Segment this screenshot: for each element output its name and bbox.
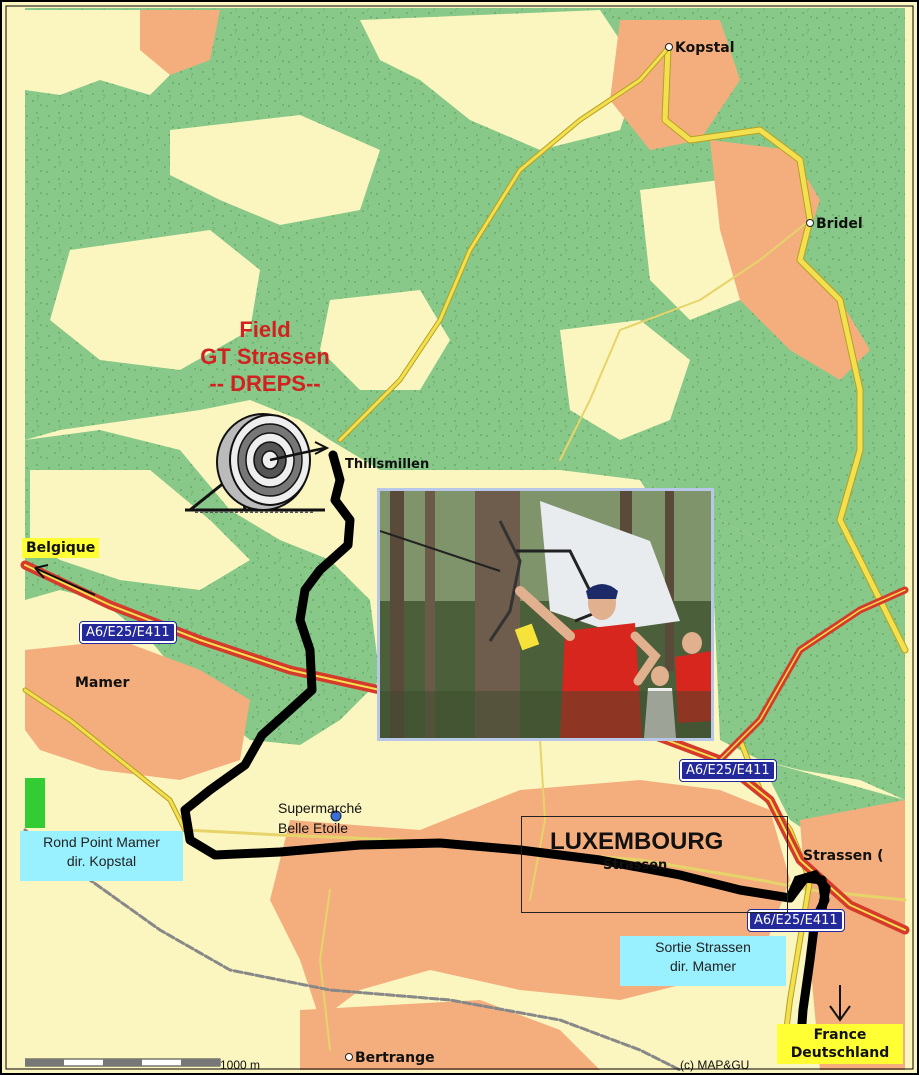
callout-rond-point-line2: dir. Kopstal <box>66 853 137 869</box>
belgique-arrow-icon <box>34 564 96 596</box>
supermarket-marker-icon <box>330 810 342 822</box>
town-strassen: Strassen <box>603 858 668 873</box>
callout-sortie-line1: Sortie Strassen <box>655 939 751 955</box>
copyright-label: (c) MAP&GU <box>680 1058 750 1072</box>
supermarche-line1: Supermarché <box>278 800 363 816</box>
town-strassen-edge: Strassen ( <box>803 848 884 864</box>
archer-photo[interactable] <box>377 488 714 741</box>
town-dot-icon <box>345 1053 353 1061</box>
urban-mamer <box>25 640 250 780</box>
callout-sortie: Sortie Strassen dir. Mamer <box>620 936 786 986</box>
park-area <box>25 778 45 828</box>
field-title-line3: -- DREPS-- <box>209 371 321 396</box>
archery-target-icon <box>185 413 330 513</box>
direction-france-deutschland: France Deutschland <box>777 1024 903 1064</box>
town-bertrange: Bertrange <box>345 1050 435 1066</box>
town-bridel-label: Bridel <box>816 216 863 232</box>
direction-deutschland: Deutschland <box>790 1045 890 1061</box>
town-kopstal: Kopstal <box>665 40 735 56</box>
motorway-shield-east: A6/E25/E411 <box>679 759 777 782</box>
urban-kopstal-north <box>140 10 220 75</box>
urban-east <box>800 800 905 1070</box>
town-bertrange-label: Bertrange <box>355 1050 435 1066</box>
town-thillsmillen: Thillsmillen <box>345 457 430 472</box>
town-bridel: Bridel <box>806 216 863 232</box>
field-title-line1: Field <box>239 317 291 342</box>
scale-bar <box>25 1058 221 1067</box>
town-dot-icon <box>806 219 814 227</box>
callout-rond-point-line1: Rond Point Mamer <box>43 834 160 850</box>
motorway-shield-strassen: A6/E25/E411 <box>747 909 845 932</box>
scale-label: 1000 m <box>220 1058 261 1072</box>
field-title-line2: GT Strassen <box>200 344 330 369</box>
luxembourg-box: LUXEMBOURG <box>521 816 788 913</box>
field-title: Field GT Strassen -- DREPS-- <box>160 316 370 397</box>
town-dot-icon <box>665 43 673 51</box>
urban-bridel <box>710 140 870 380</box>
direction-france: France <box>813 1027 867 1043</box>
urban-kopstal <box>610 20 740 150</box>
south-arrow-icon <box>829 985 851 1022</box>
supermarche-label: Supermarché Belle Etoile <box>278 798 362 838</box>
town-mamer: Mamer <box>75 675 130 691</box>
direction-belgique: Belgique <box>22 538 100 558</box>
supermarche-line2: Belle Etoile <box>278 820 349 836</box>
town-kopstal-label: Kopstal <box>675 40 735 56</box>
callout-rond-point: Rond Point Mamer dir. Kopstal <box>20 831 183 881</box>
archer-photo-image <box>380 491 711 738</box>
urban-bertrange <box>300 1000 600 1070</box>
motorway-shield-west: A6/E25/E411 <box>79 621 177 644</box>
luxembourg-label: LUXEMBOURG <box>550 828 724 855</box>
callout-sortie-line2: dir. Mamer <box>669 958 737 974</box>
